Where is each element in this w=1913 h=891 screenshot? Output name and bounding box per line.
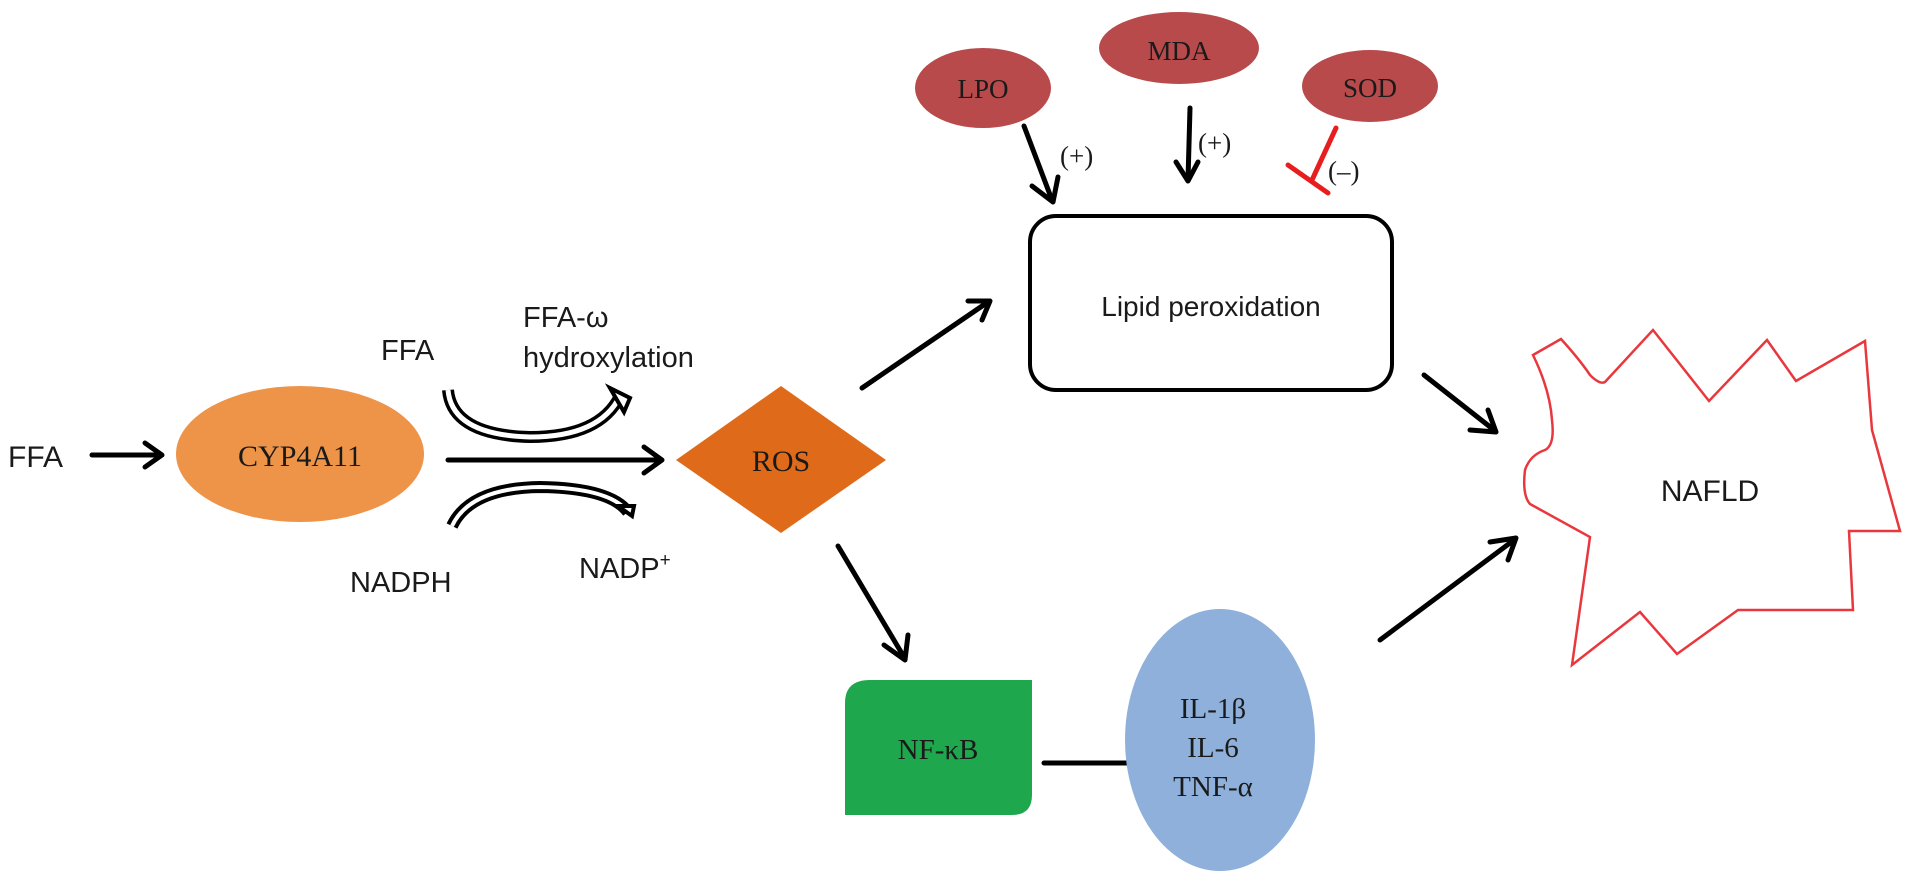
ffa-hydroxylation-label-line2: hydroxylation (523, 342, 694, 374)
ros-label: ROS (752, 445, 810, 478)
ffa-substrate-label: FFA (381, 335, 435, 367)
nafld-node: NAFLD (1522, 328, 1902, 668)
sod-label: SOD (1343, 73, 1397, 103)
lipid-to-nafld-arrow (1421, 372, 1499, 435)
ros-diamond (676, 386, 886, 533)
cytokines-to-nafld-arrow (1377, 535, 1519, 643)
ffa-input-label: FFA (8, 441, 63, 474)
nafld-label: NAFLD (1661, 475, 1759, 508)
cyp-to-ros-arrow (445, 444, 665, 476)
cytokines-ellipse (1125, 609, 1315, 871)
cyp4a11-label: CYP4A11 (238, 440, 362, 473)
lipid-peroxidation-node: Lipid peroxidation (1028, 214, 1394, 392)
nfkb-node: NF-κB (845, 680, 1032, 815)
nadph-label: NADPH (350, 567, 452, 599)
ros-to-nfkb-arrow (835, 543, 911, 663)
mda-node: MDA (1099, 12, 1259, 84)
nadp-plus-label: NADP+ (579, 550, 671, 585)
ffa-hydroxylation-label-line1: FFA-ω (523, 302, 608, 334)
lpo-promote-arrow (1021, 123, 1061, 205)
cytokines-node: IL-1β IL-6 TNF-α (1125, 609, 1315, 871)
ros-to-lipid-arrow (859, 298, 993, 391)
cyp4a11-node: CYP4A11 (176, 386, 424, 522)
sod-effect-label: (–) (1328, 156, 1359, 186)
ros-node: ROS (676, 386, 886, 533)
nfkb-label: NF-κB (898, 734, 979, 766)
cytokine-tnfa-label: TNF-α (1173, 771, 1253, 803)
sod-node: SOD (1302, 50, 1438, 122)
nafld-outline (1522, 328, 1902, 668)
nfkb-box (845, 680, 1032, 815)
cytokine-il1b-label: IL-1β (1180, 693, 1246, 725)
lpo-node: LPO (915, 48, 1051, 128)
mda-effect-label: (+) (1198, 128, 1231, 158)
lipid-peroxidation-label: Lipid peroxidation (1101, 291, 1321, 322)
ffa-to-cyp-arrow (89, 440, 165, 470)
cyp4a11-ellipse (176, 386, 424, 522)
lpo-label: LPO (957, 74, 1008, 104)
ffa-conversion-arrow (442, 383, 633, 444)
mda-promote-arrow (1173, 105, 1201, 184)
nadph-conversion-arrow (446, 480, 637, 529)
mda-label: MDA (1147, 36, 1211, 66)
lpo-effect-label: (+) (1060, 141, 1093, 171)
lipid-peroxidation-box (1028, 214, 1394, 392)
sod-inhibit-line (1285, 125, 1339, 196)
cytokine-il6-label: IL-6 (1187, 732, 1239, 764)
